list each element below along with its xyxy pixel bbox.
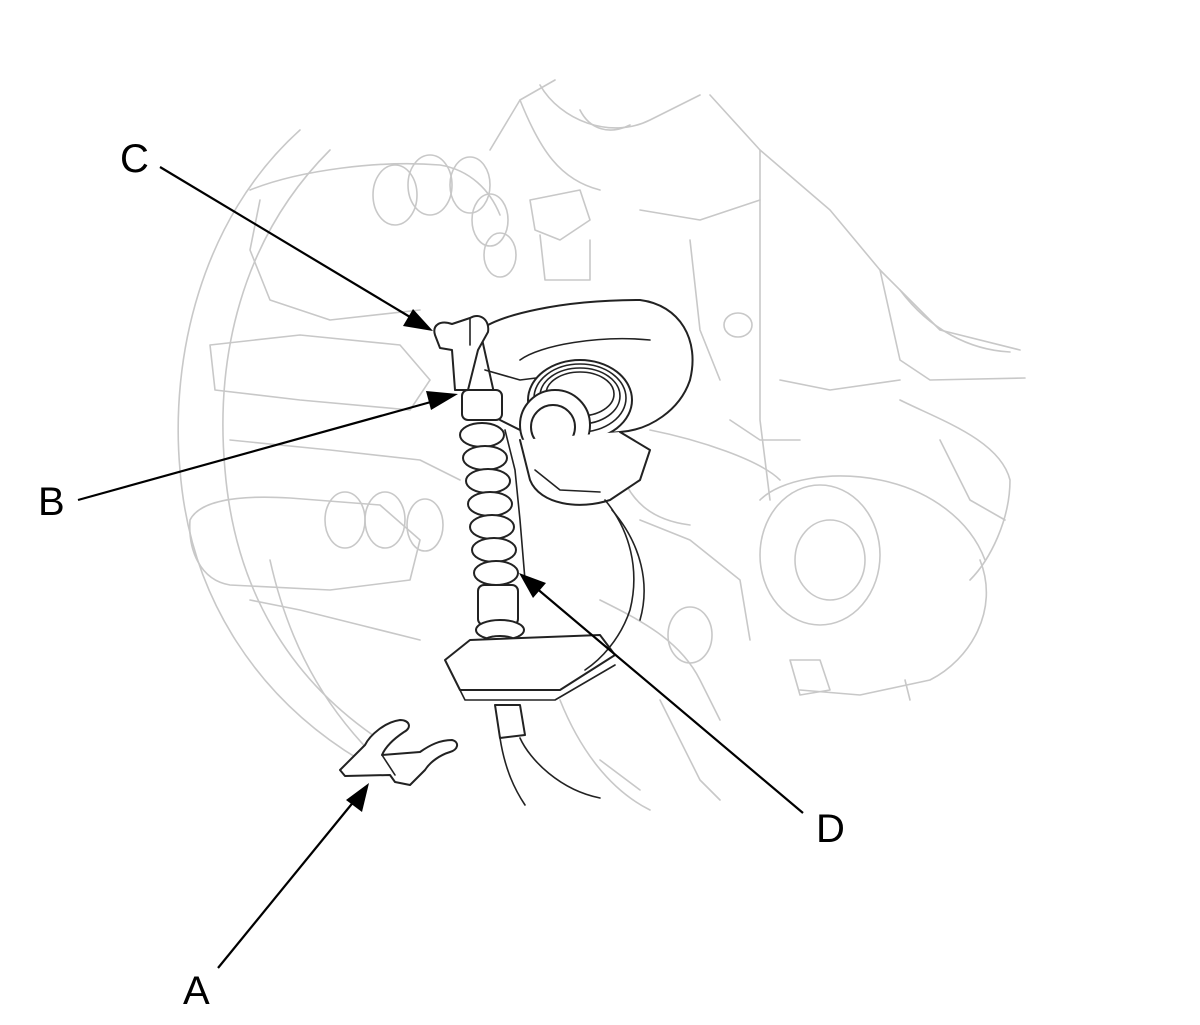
- brake-hose-assembly: [433, 299, 694, 806]
- callout-b-leader: [77, 391, 458, 502]
- callout-a-leader: [217, 783, 369, 969]
- flexible-hose: [459, 389, 526, 655]
- callout-a-label: A: [183, 969, 210, 1013]
- background-assembly: [177, 79, 1026, 811]
- callout-d-label: D: [816, 807, 845, 851]
- hose-clip: [339, 719, 458, 786]
- callout-c-leader: [159, 166, 433, 331]
- callout-b-label: B: [38, 480, 65, 524]
- callout-c-label: C: [120, 137, 149, 181]
- hose-bracket: [444, 634, 616, 691]
- bleed-fitting: [433, 314, 490, 391]
- callout-d-leader: [519, 573, 804, 814]
